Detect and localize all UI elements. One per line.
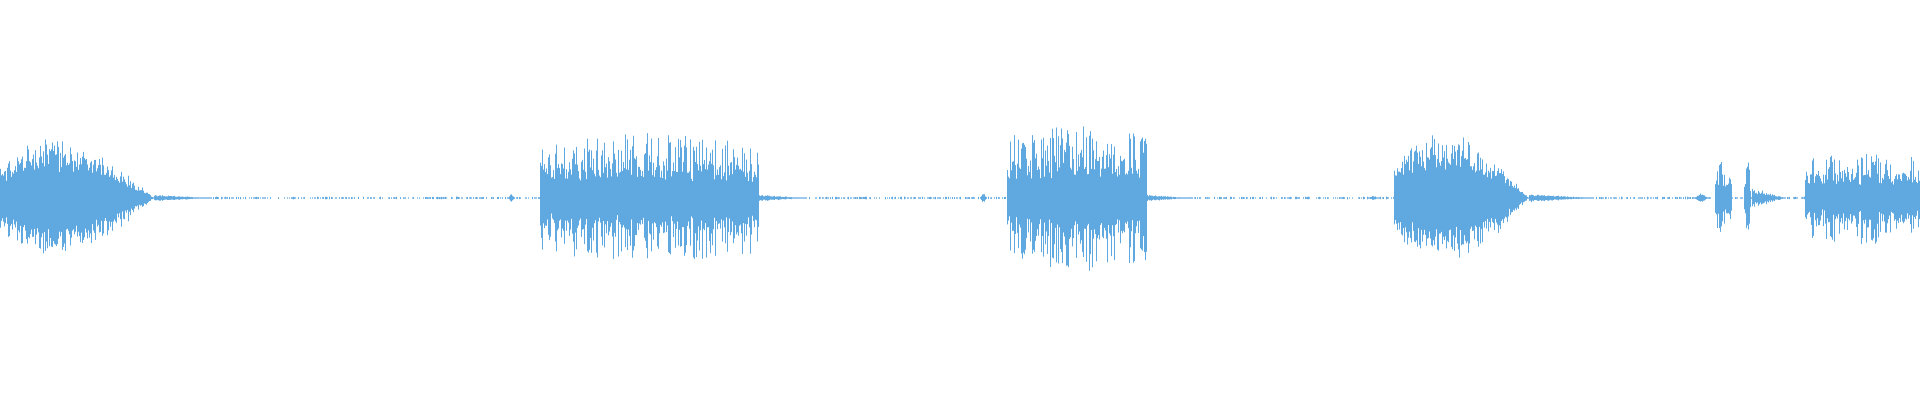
waveform-samples (0, 126, 1920, 271)
